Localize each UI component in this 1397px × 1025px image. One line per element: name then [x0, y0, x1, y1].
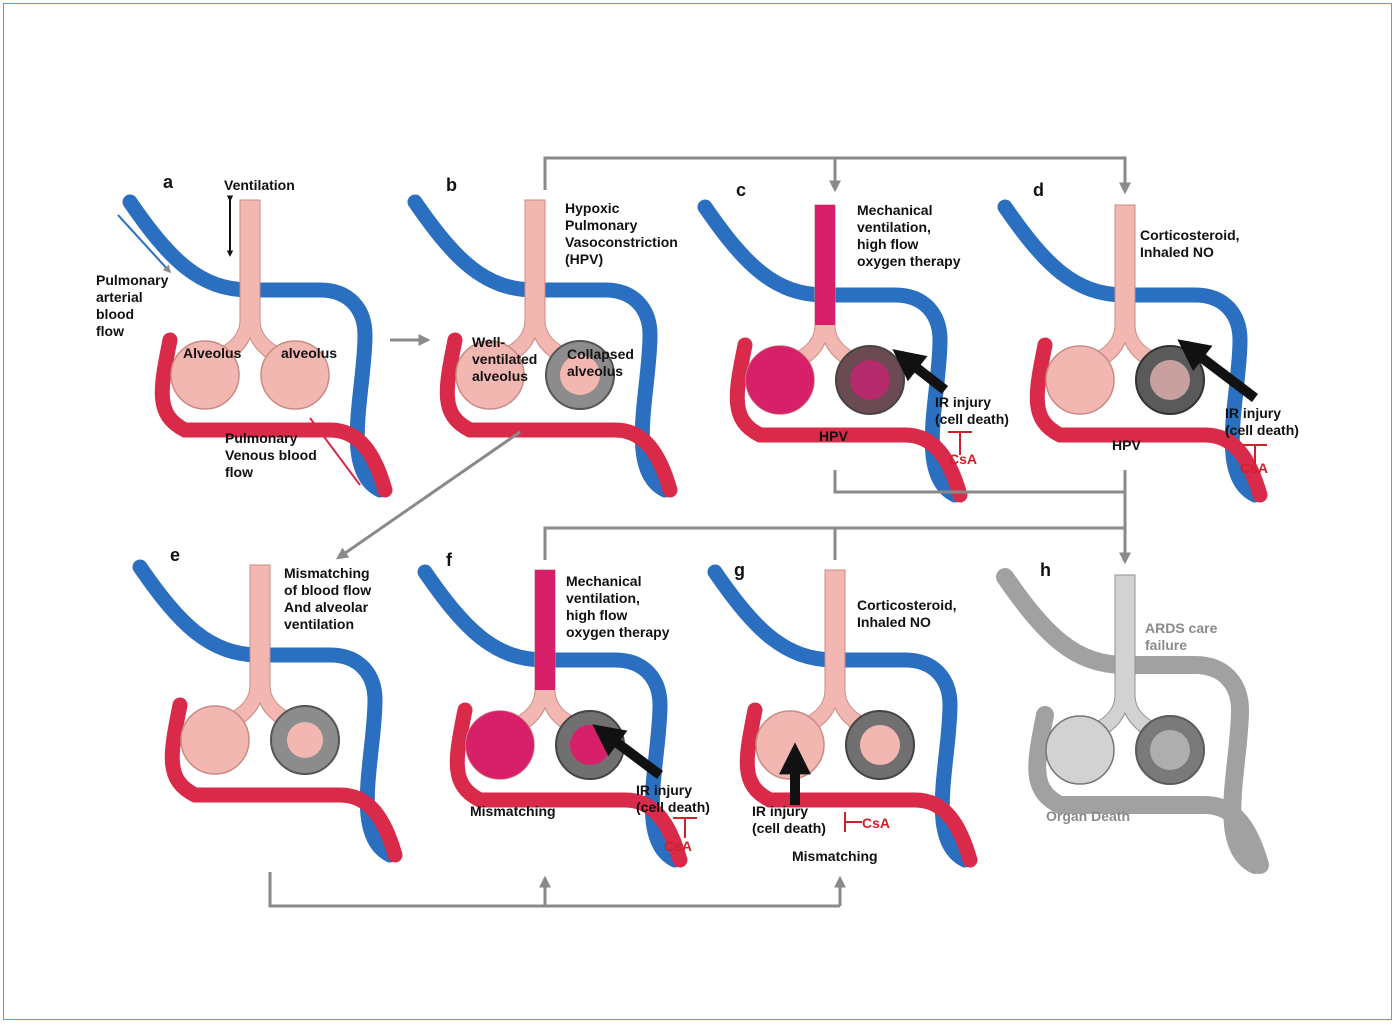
label-g-therapy: Corticosteroid, Inhaled NO — [857, 597, 957, 631]
label-e-mismatch: Mismatching of blood flow And alveolar v… — [284, 565, 371, 633]
label-d-therapy: Corticosteroid, Inhaled NO — [1140, 227, 1240, 261]
label-f-injury: IR injury (cell death) — [636, 782, 710, 816]
panel-letter-g: g — [734, 560, 745, 581]
label-alveolus-left: Alveolus — [183, 345, 241, 362]
panel-letter-h: h — [1040, 560, 1051, 581]
label-g-csa: CsA — [862, 815, 890, 832]
label-h-failure: ARDS care failure — [1145, 620, 1217, 654]
label-collapsed: Collapsed alveolus — [567, 346, 634, 380]
label-h-organ-death: Organ Death — [1046, 808, 1130, 825]
label-f-mismatching: Mismatching — [470, 803, 556, 820]
label-c-hpv: HPV — [819, 428, 848, 445]
label-pulmonary-arterial: Pulmonary arterial blood flow — [96, 272, 168, 340]
label-d-csa: CsA — [1240, 460, 1268, 477]
label-g-injury: IR injury (cell death) — [752, 803, 826, 837]
label-c-injury: IR injury (cell death) — [935, 394, 1009, 428]
panel-letter-d: d — [1033, 180, 1044, 201]
panel-letter-c: c — [736, 180, 746, 201]
label-g-mismatching: Mismatching — [792, 848, 878, 865]
label-f-csa: CsA — [664, 838, 692, 855]
label-d-injury: IR injury (cell death) — [1225, 405, 1299, 439]
label-alveolus-right: alveolus — [281, 345, 337, 362]
panel-letter-b: b — [446, 175, 457, 196]
label-well-ventilated: Well- ventilated alveolus — [472, 334, 537, 385]
panel-letter-a: a — [163, 172, 173, 193]
label-c-csa: CsA — [949, 451, 977, 468]
panel-letter-e: e — [170, 545, 180, 566]
label-pulmonary-venous: Pulmonary Venous blood flow — [225, 430, 317, 481]
label-c-therapy: Mechanical ventilation, high flow oxygen… — [857, 202, 960, 270]
label-d-hpv: HPV — [1112, 437, 1141, 454]
panel-letter-f: f — [446, 550, 452, 571]
label-f-therapy: Mechanical ventilation, high flow oxygen… — [566, 573, 669, 641]
label-ventilation: Ventilation — [224, 177, 295, 194]
label-hpv: Hypoxic Pulmonary Vasoconstriction (HPV) — [565, 200, 678, 268]
panel-h-lung — [1005, 575, 1260, 865]
